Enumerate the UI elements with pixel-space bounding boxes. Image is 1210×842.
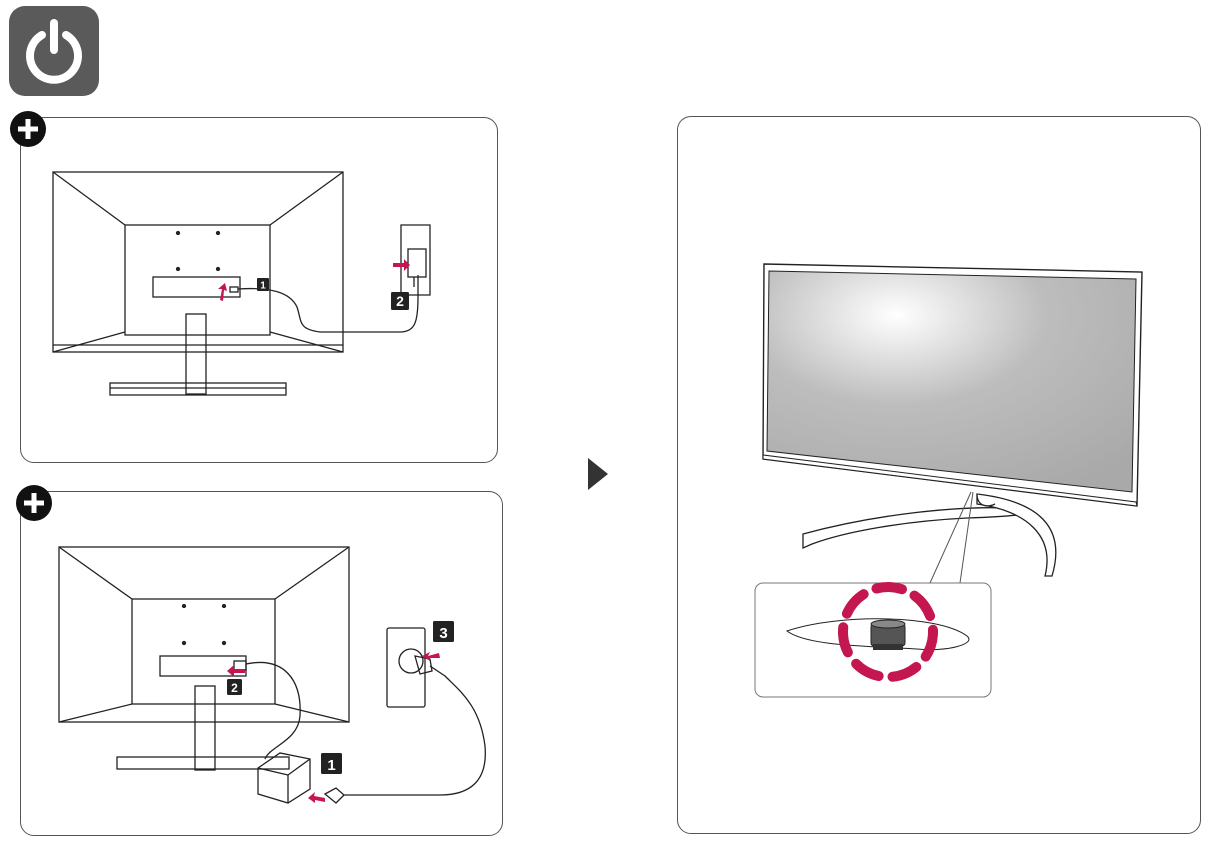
step-badge-1: 1	[327, 757, 335, 774]
step-badge-2: 2	[231, 681, 238, 695]
monitor-front-illustration	[754, 263, 1143, 698]
step-badge-1: 1	[260, 281, 266, 292]
plus-icon	[16, 485, 52, 521]
step-badge-3: 3	[439, 625, 447, 642]
monitor-back-illustration-adapter: 1 2	[52, 171, 431, 396]
plus-icon	[10, 111, 46, 147]
power-icon-tile	[9, 6, 99, 96]
power-icon	[26, 19, 82, 84]
monitor-back-illustration-power-cord: 2 3 1	[58, 546, 486, 804]
step-badge-2: 2	[396, 293, 404, 309]
play-arrow-icon	[588, 458, 608, 490]
